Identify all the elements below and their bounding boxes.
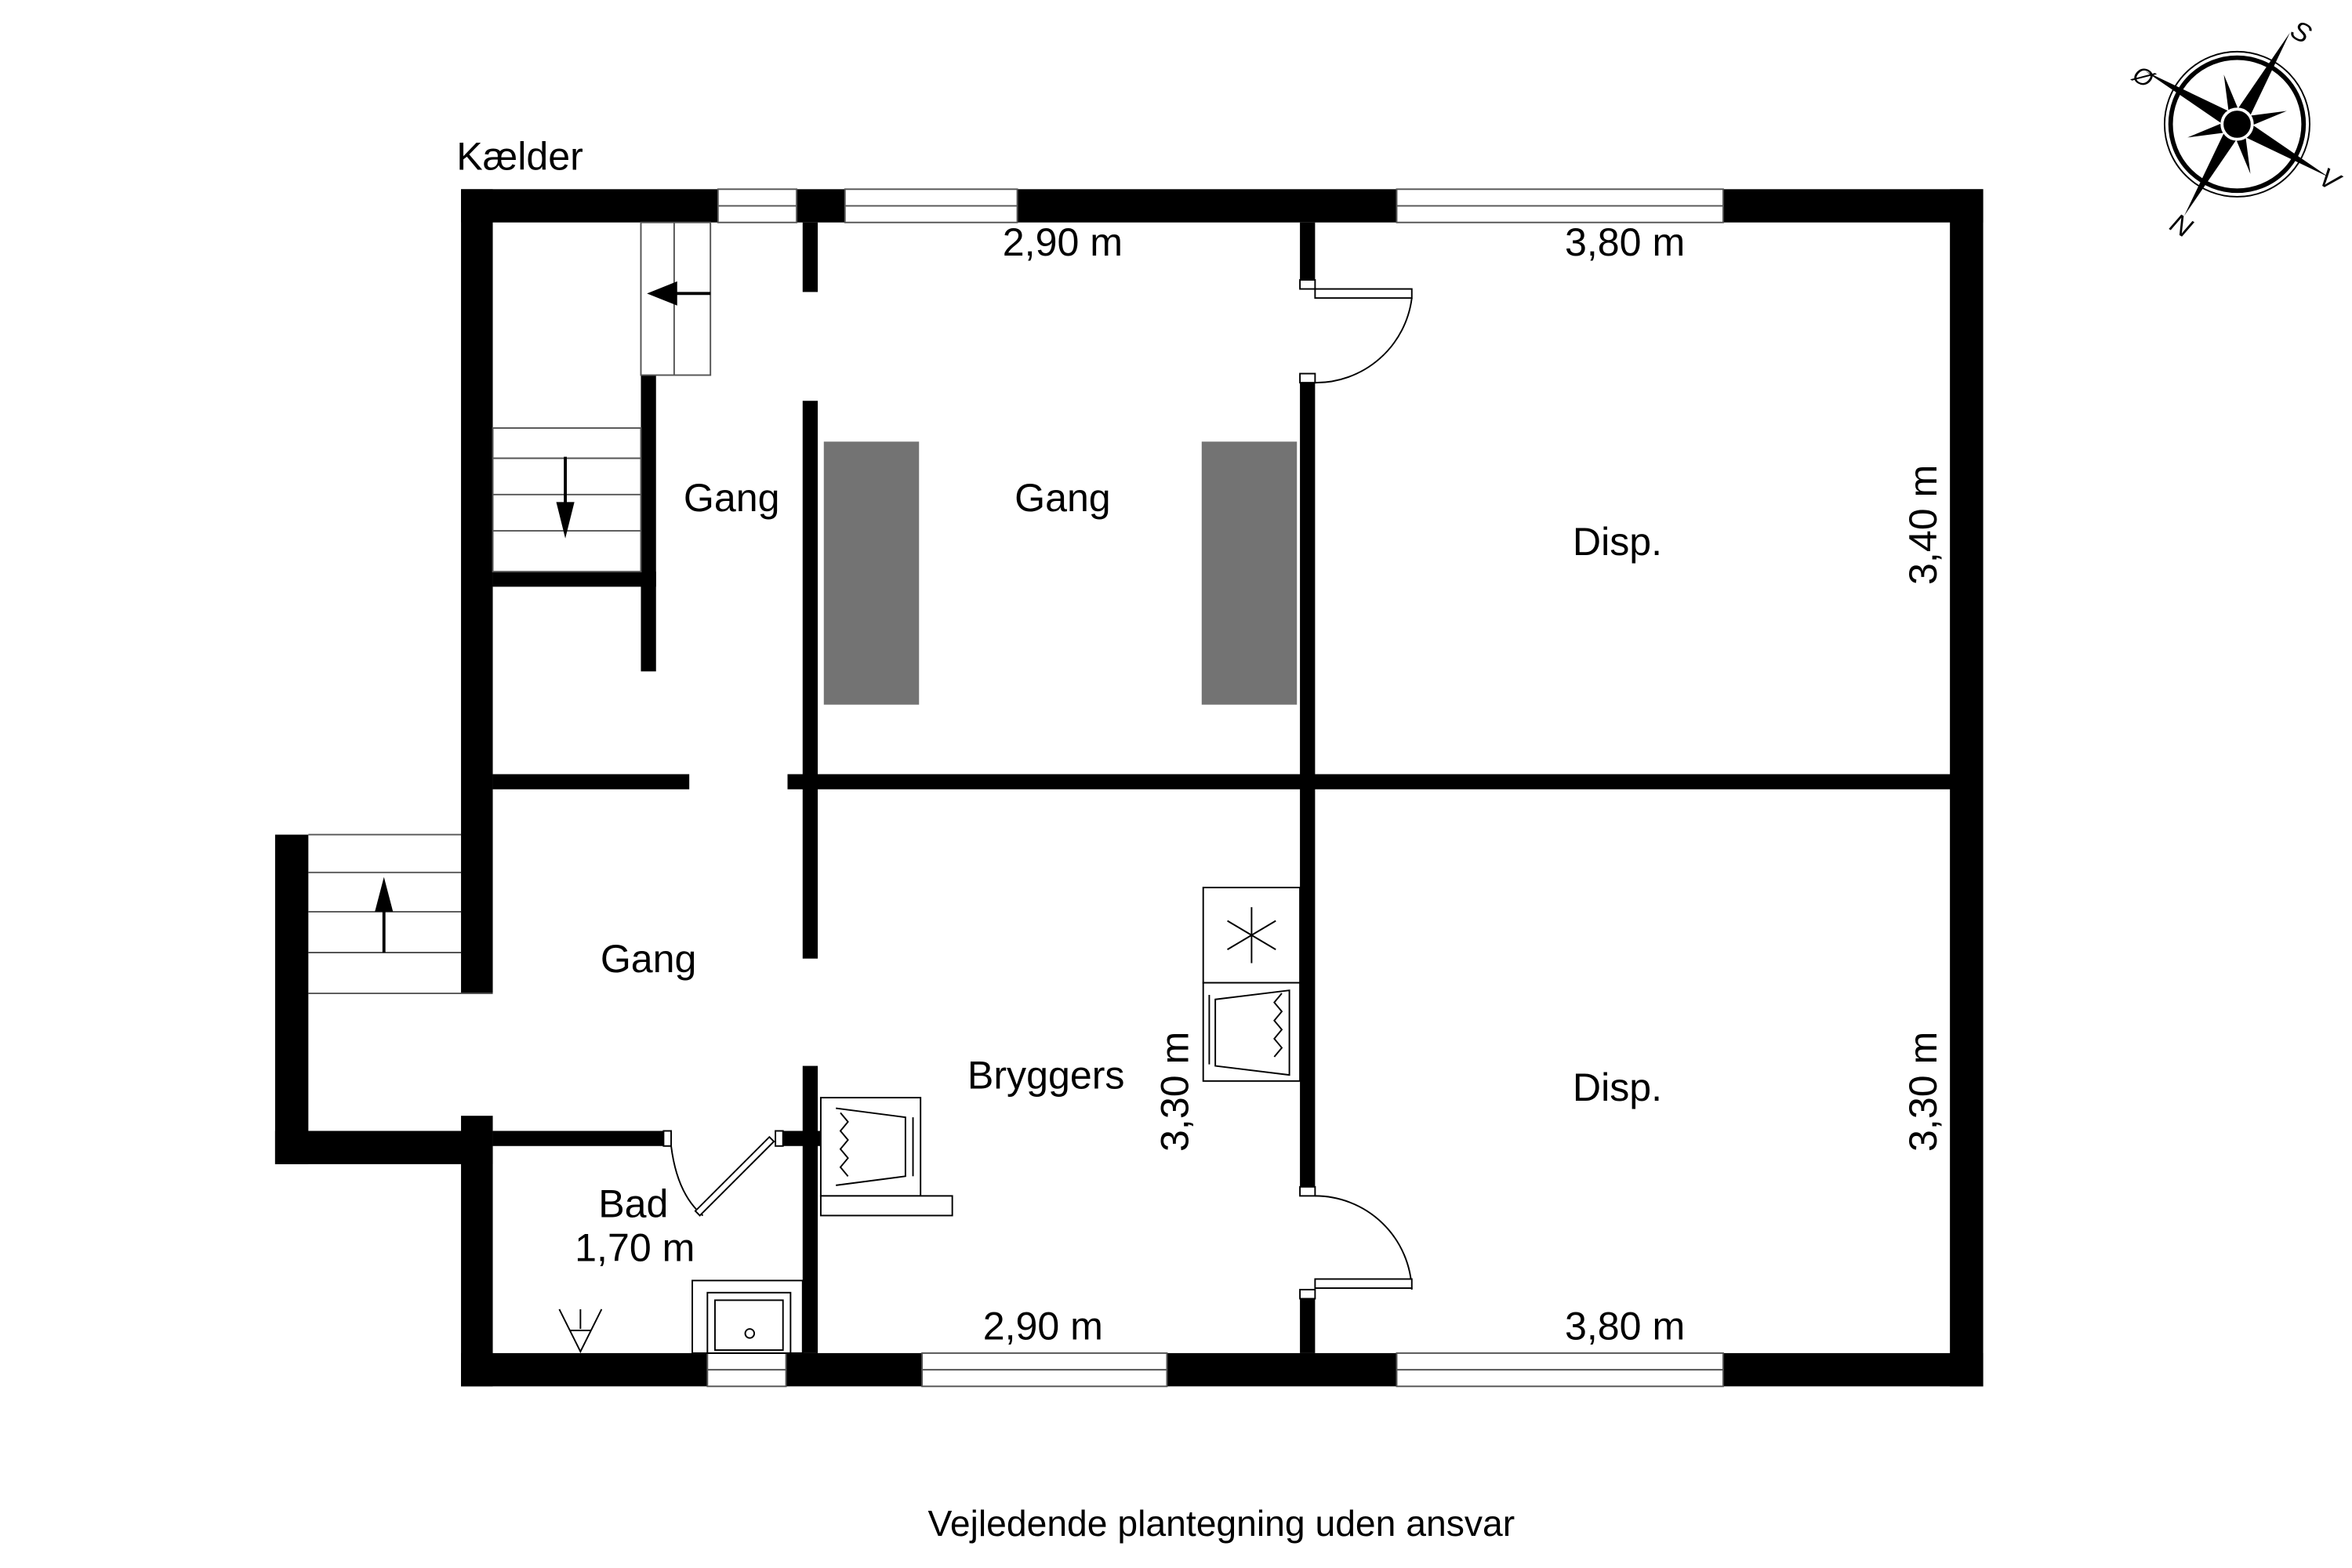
floor-title: Kælder (456, 134, 583, 178)
compass-label-north: N (2165, 209, 2198, 245)
freezer-icon (1202, 887, 1301, 984)
disclaimer: Vejledende plantegning uden ansvar (928, 1503, 1515, 1544)
door-bad[interactable] (662, 1130, 784, 1217)
room-label-gang-center: Gang (1014, 476, 1111, 520)
dim-disp-top-width: 3,80 m (1565, 220, 1685, 264)
room-label-disp-bottom: Disp. (1573, 1065, 1662, 1109)
compass-label-west: V (2314, 162, 2347, 198)
walls (274, 189, 1984, 1387)
door-disp-top[interactable] (1299, 279, 1413, 384)
windows (706, 188, 1724, 1388)
stair-arrow-icon (375, 877, 394, 953)
shower-tray-icon (691, 1279, 804, 1354)
washing-machine-icon (1202, 982, 1301, 1082)
compass-label-south: S (2285, 15, 2316, 49)
dryer-icon (819, 1097, 953, 1217)
dim-bad-width: 1,70 m (575, 1225, 695, 1269)
room-label-bad: Bad (598, 1181, 668, 1225)
door-disp-bottom[interactable] (1299, 1185, 1413, 1300)
chimney-left (823, 441, 920, 705)
dim-bryggers-width: 2,90 m (983, 1305, 1103, 1348)
chimney-right (1201, 441, 1298, 705)
dim-gang-width: 2,90 m (1003, 220, 1123, 264)
compass-rose-icon (2145, 32, 2329, 216)
room-label-disp-top: Disp. (1573, 520, 1662, 564)
room-label-gang-lower: Gang (601, 937, 697, 981)
floor-drain-icon (558, 1308, 603, 1354)
dim-bryggers-height: 3,30 m (1152, 1032, 1196, 1152)
dim-disp-top-height: 3,40 m (1901, 465, 1945, 585)
dim-disp-bottom-height: 3,30 m (1901, 1032, 1945, 1152)
dim-disp-bottom-width: 3,80 m (1565, 1305, 1685, 1348)
room-label-gang-stair: Gang (684, 476, 780, 520)
room-label-bryggers: Bryggers (967, 1053, 1125, 1097)
stair-upper (492, 221, 712, 573)
stair-arrow-icon (556, 281, 711, 539)
